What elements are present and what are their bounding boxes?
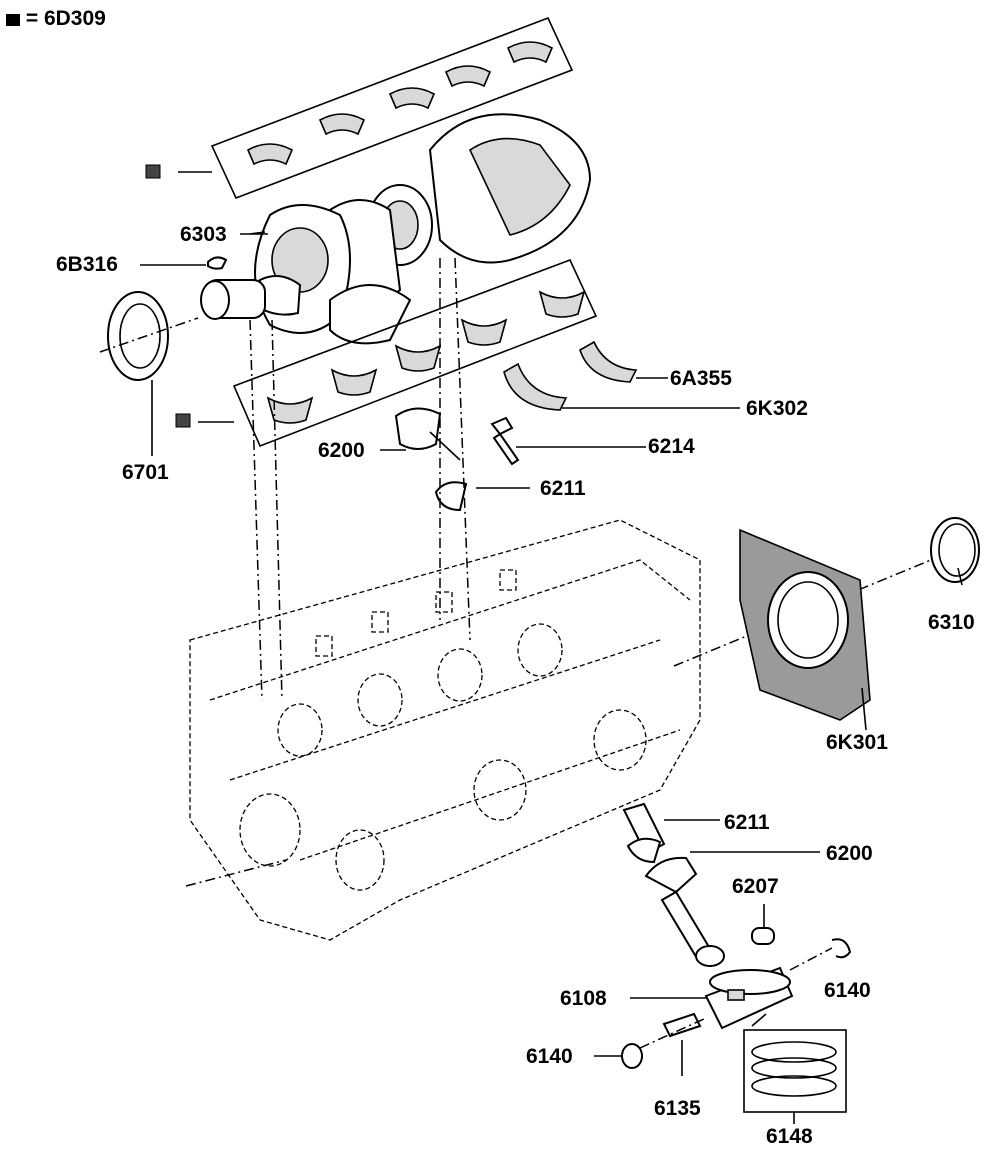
callout-6303: 6303 [180, 223, 227, 246]
crankshaft [200, 113, 592, 345]
front-crankshaft-seal [99, 291, 199, 456]
callout-6310: 6310 [928, 611, 975, 634]
callout-6214: 6214 [648, 435, 695, 458]
callout-6140-left: 6140 [526, 1045, 573, 1068]
assembly-guide-lines [185, 257, 961, 887]
hatched-square-icon [6, 14, 20, 26]
connecting-rod-cap [394, 407, 442, 450]
piston-rings [743, 1013, 847, 1124]
legend-text: = 6D309 [25, 7, 106, 30]
callout-6211-lower: 6211 [724, 811, 770, 834]
rear-crankshaft-seal [930, 517, 980, 586]
leader-lines [240, 233, 461, 461]
callout-6200-upper: 6200 [318, 439, 365, 462]
thrust-washer-lower [503, 362, 568, 411]
piston-pin-small [751, 904, 775, 945]
legend: = 6D309 [6, 8, 106, 29]
piston-pin [639, 1012, 707, 1076]
piston [630, 966, 794, 1030]
callout-6108: 6108 [560, 987, 607, 1010]
callout-6K301: 6K301 [826, 731, 888, 754]
callout-6140-right: 6140 [824, 979, 871, 1002]
engine-block [189, 519, 701, 941]
connecting-rod [622, 802, 820, 967]
thrust-washer-upper [579, 340, 638, 383]
callout-6135: 6135 [654, 1097, 701, 1120]
upper-main-bearing-shells [145, 16, 574, 200]
callout-6K302: 6K302 [746, 397, 808, 420]
callout-6148: 6148 [766, 1125, 813, 1148]
connecting-rod-bolt [490, 416, 520, 466]
lower-main-bearing-shells [175, 258, 598, 448]
piston-pin-retainer-right [831, 938, 852, 959]
callout-6B316: 6B316 [56, 253, 118, 276]
crankshaft-key [207, 256, 228, 270]
callout-6207: 6207 [732, 875, 779, 898]
rear-seal-retainer [739, 528, 871, 731]
callout-6A355: 6A355 [670, 367, 732, 390]
callout-6211-upper: 6211 [540, 477, 586, 500]
piston-pin-retainer-left [621, 1043, 643, 1069]
callout-6200-lower: 6200 [826, 842, 873, 865]
callout-6701: 6701 [122, 461, 169, 484]
